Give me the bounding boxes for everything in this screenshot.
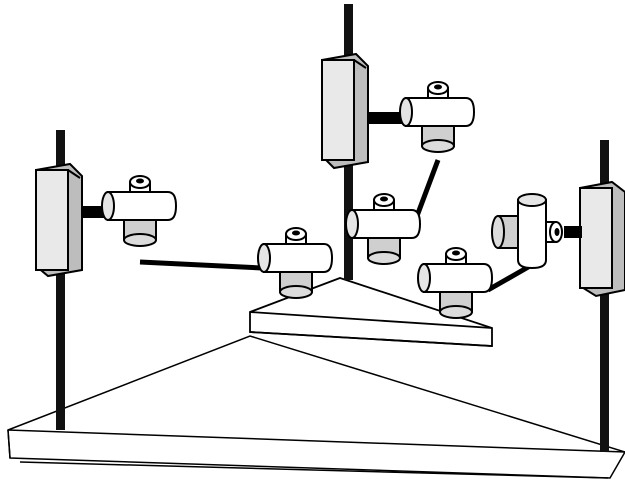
middle-rail-assembly [321, 4, 408, 280]
left-upper-joint-icon [101, 175, 177, 247]
right-rail-assembly [564, 140, 625, 452]
left-rail-assembly [35, 130, 108, 430]
leg-right [486, 263, 532, 293]
left-rail [56, 130, 65, 430]
right-upper-joint-icon [491, 193, 563, 269]
leg-left [139, 259, 263, 271]
base-plate [7, 335, 625, 479]
middle-slider-block [321, 52, 369, 170]
left-slider-block [35, 162, 83, 278]
right-slider-block [579, 180, 625, 298]
middle-upper-joint-icon [399, 81, 475, 153]
platform-joint-middle-icon [345, 193, 421, 265]
right-rail [600, 140, 609, 452]
